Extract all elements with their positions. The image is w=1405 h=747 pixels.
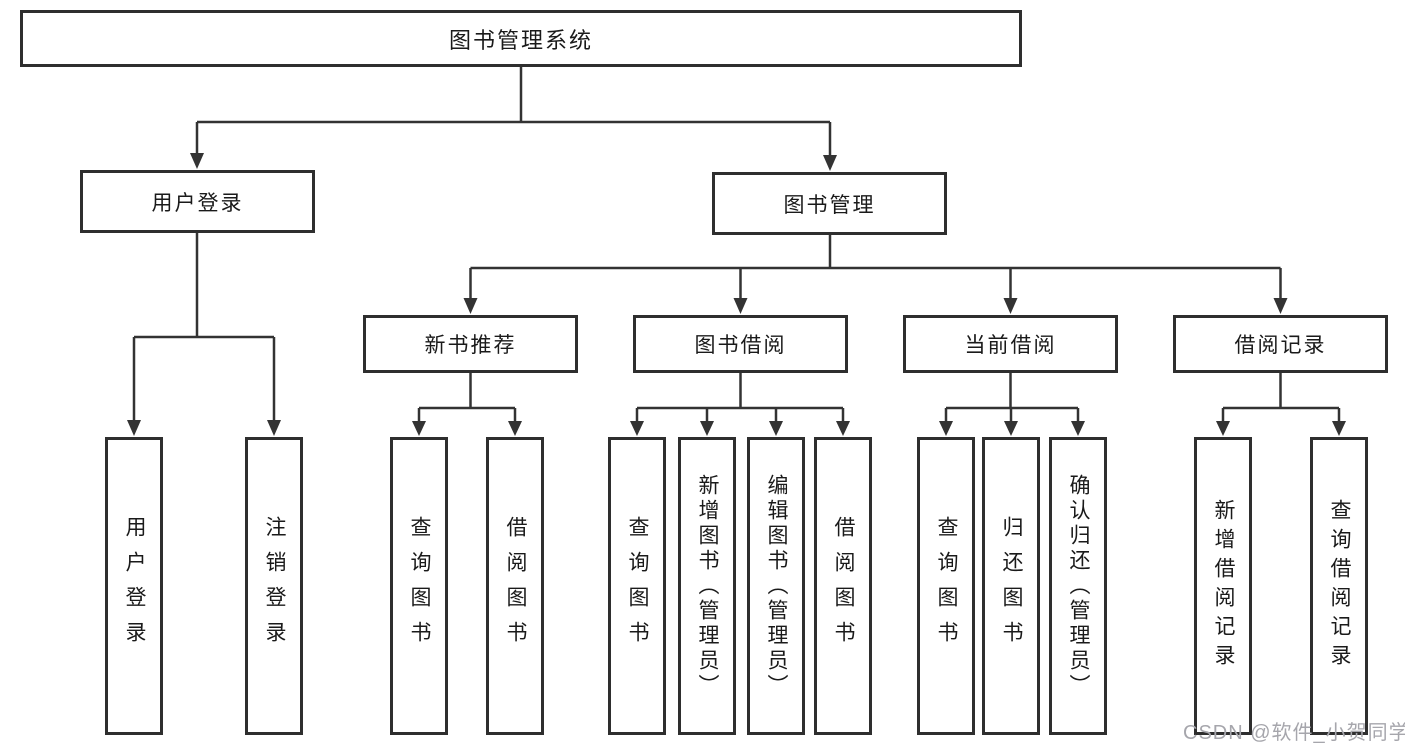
connector-current-borrowing (939, 373, 1085, 436)
arrow-down-icon (267, 420, 281, 436)
arrow-down-icon (823, 155, 837, 171)
arrow-down-icon (1216, 421, 1230, 436)
leaf-add-books-admin: 新增图书（管理员） (678, 437, 736, 735)
arrow-down-icon (127, 420, 141, 436)
arrow-down-icon (508, 421, 522, 436)
csdn-watermark: CSDN @软件_小贺同学 (1183, 722, 1405, 744)
connector-root (190, 67, 837, 171)
node-book-borrowing: 图书借阅 (633, 315, 848, 373)
leaf-label: 用户登录 (123, 516, 146, 656)
leaf-label: 编辑图书（管理员） (765, 473, 788, 699)
leaf-borrowing-borrow-books: 借阅图书 (814, 437, 872, 735)
node-label: 借阅记录 (1234, 334, 1327, 357)
leaf-label: 查询图书 (626, 516, 649, 656)
connector-line (195, 67, 832, 157)
leaf-label: 新增图书（管理员） (696, 473, 719, 699)
node-user-login: 用户登录 (80, 170, 315, 233)
leaf-label: 查询借阅记录 (1328, 499, 1351, 673)
leaf-user-login: 用户登录 (105, 437, 163, 735)
arrow-down-icon (836, 421, 850, 436)
leaf-add-borrow-record: 新增借阅记录 (1194, 437, 1252, 735)
leaf-label: 借阅图书 (832, 516, 855, 656)
leaf-logout: 注销登录 (245, 437, 303, 735)
node-library-management-system: 图书管理系统 (20, 10, 1022, 67)
connector-user-login (127, 233, 281, 436)
connector-line (635, 373, 845, 423)
arrow-down-icon (1071, 421, 1085, 436)
node-current-borrowing: 当前借阅 (903, 315, 1118, 373)
arrow-down-icon (463, 298, 478, 314)
leaf-label: 查询图书 (408, 516, 431, 656)
connector-line (469, 235, 1282, 300)
arrow-down-icon (733, 298, 748, 314)
leaf-borrowing-query-books: 查询图书 (608, 437, 666, 735)
connector-new-book-recommend (412, 373, 522, 436)
leaf-query-borrow-record: 查询借阅记录 (1310, 437, 1368, 735)
arrow-down-icon (1332, 421, 1346, 436)
arrow-down-icon (630, 421, 644, 436)
connector-line (132, 233, 276, 422)
leaf-current-query-books: 查询图书 (917, 437, 975, 735)
leaf-edit-books-admin: 编辑图书（管理员） (747, 437, 805, 735)
node-label: 图书管理 (783, 193, 876, 217)
node-label: 图书借阅 (694, 334, 787, 357)
leaf-label: 查询图书 (935, 516, 958, 656)
node-label: 新书推荐 (424, 334, 517, 357)
node-label: 用户登录 (151, 191, 244, 215)
arrow-down-icon (1004, 421, 1018, 436)
connector-line (417, 373, 517, 423)
node-borrowing-records: 借阅记录 (1173, 315, 1388, 373)
arrow-down-icon (939, 421, 953, 436)
arrow-down-icon (700, 421, 714, 436)
connector-borrowing-records (1216, 373, 1346, 436)
leaf-newrec-borrow-books: 借阅图书 (486, 437, 544, 735)
connector-line (1221, 373, 1341, 423)
connector-line (944, 373, 1080, 423)
leaf-confirm-return-admin: 确认归还（管理员） (1049, 437, 1107, 735)
leaf-label: 借阅图书 (504, 516, 527, 656)
node-new-book-recommend: 新书推荐 (363, 315, 578, 373)
node-book-management: 图书管理 (712, 172, 947, 235)
leaf-newrec-query-books: 查询图书 (390, 437, 448, 735)
arrow-down-icon (769, 421, 783, 436)
leaf-return-books: 归还图书 (982, 437, 1040, 735)
arrow-down-icon (1003, 298, 1018, 314)
node-label: 图书管理系统 (448, 27, 593, 53)
arrow-down-icon (412, 421, 426, 436)
leaf-label: 确认归还（管理员） (1067, 473, 1090, 699)
arrow-down-icon (190, 153, 204, 169)
arrow-down-icon (1273, 298, 1288, 314)
leaf-label: 注销登录 (263, 516, 286, 656)
leaf-label: 新增借阅记录 (1212, 499, 1235, 673)
node-label: 当前借阅 (964, 334, 1057, 357)
leaf-label: 归还图书 (1000, 516, 1023, 656)
connector-book-borrowing (630, 373, 850, 436)
connector-book-management (463, 235, 1288, 314)
